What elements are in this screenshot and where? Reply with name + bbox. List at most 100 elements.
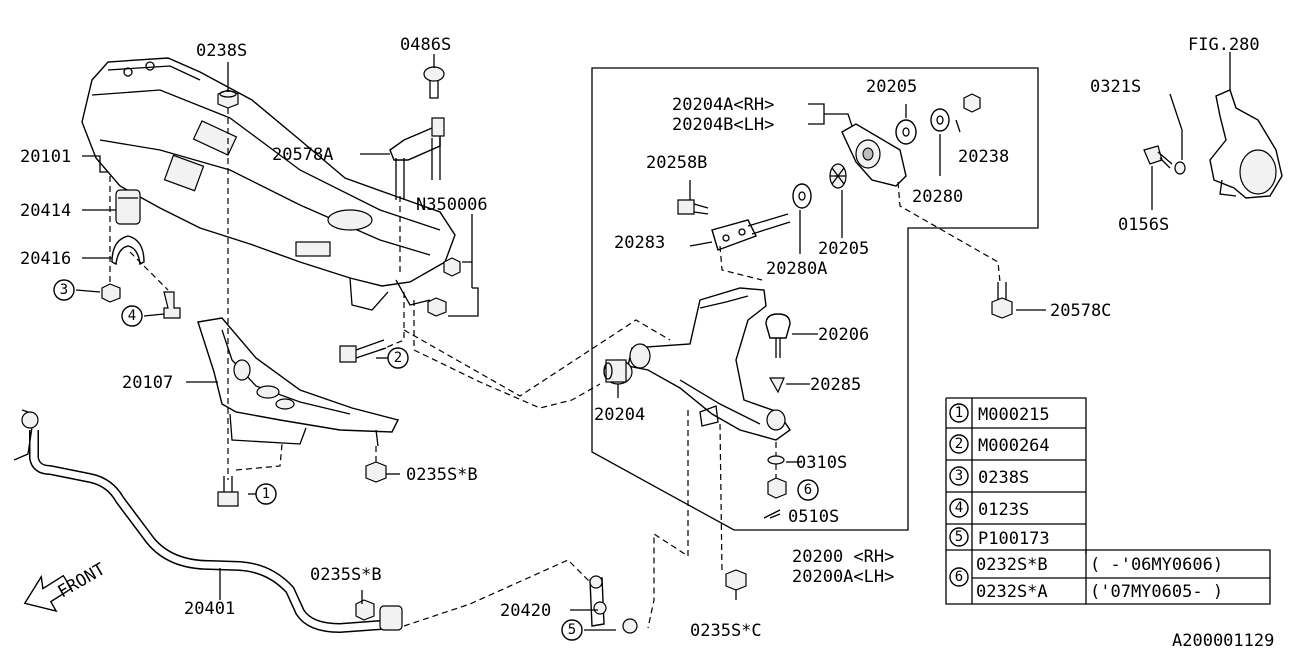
callout-1: 1 [255,483,277,505]
svg-text:5: 5 [955,529,963,545]
label-20258B: 20258B [646,153,707,173]
label-20200A: 20200A<LH> [792,567,894,587]
bushing-20204 [603,359,633,385]
label-20285: 20285 [810,375,861,395]
svg-text:1: 1 [955,405,963,421]
washer-20280A [792,183,812,209]
label-0510S: 0510S [788,507,839,527]
legend-note-6a: ( -'06MY0606) [1090,555,1223,575]
label-20205-mid: 20205 [818,239,869,259]
label-front: FRONT [55,559,109,602]
svg-text:6: 6 [804,482,812,498]
front-arrow-icon [23,574,73,613]
svg-text:3: 3 [60,282,68,298]
label-0238S-top: 0238S [196,41,247,61]
label-N350006: N350006 [416,195,488,215]
washer-20205-mid [829,163,847,189]
nut-callout3 [101,283,121,303]
legend-row-5: 5 P100173 [949,527,1050,549]
callout-3: 3 [53,279,75,301]
nut-callout6 [767,477,787,499]
label-20578A: 20578A [272,145,333,165]
bushing-bracket-20204A [841,123,907,187]
label-fig280: FIG.280 [1188,35,1260,55]
callout-2: 2 [387,347,409,369]
leader-lines [75,52,1231,631]
nuts-N350006 [427,257,461,317]
legend-part-6a: 0232S*B [976,555,1048,575]
svg-text:3: 3 [955,468,963,484]
label-20204A: 20204A<RH> [672,95,774,115]
legend-part-5: P100173 [978,529,1050,549]
clamp-20416 [111,235,145,266]
label-20283: 20283 [614,233,665,253]
legend-note-6b: ('07MY0605- ) [1090,582,1223,602]
bolt-0156S [1143,145,1173,169]
label-0486S: 0486S [400,35,451,55]
bolt-20258B [677,199,709,215]
control-arm-box [591,67,1039,531]
label-20206: 20206 [818,325,869,345]
pin-20283 [711,213,791,251]
nut-0235S-B-sub [365,461,387,483]
callout-6: 6 [797,479,819,501]
legend-part-3: 0238S [978,468,1029,488]
label-20578C: 20578C [1050,301,1111,321]
label-20420: 20420 [500,601,551,621]
knuckle-fig280 [1209,89,1283,199]
label-0156S: 0156S [1118,215,1169,235]
svg-text:4: 4 [128,308,136,324]
washer-20205-top [895,119,917,145]
ball-joint-20206 [765,313,791,358]
link-20420 [589,575,638,634]
washer-0321S [1174,161,1186,175]
label-20238: 20238 [958,147,1009,167]
label-20204: 20204 [594,405,645,425]
label-20200: 20200 <RH> [792,547,894,567]
legend-part-2: M000264 [978,436,1050,456]
svg-text:2: 2 [955,436,963,452]
svg-text:2: 2 [394,350,402,366]
bracket-20578A [389,117,445,200]
label-20416: 20416 [20,249,71,269]
label-0321S: 0321S [1090,77,1141,97]
nut-0235S-B-bar [355,599,375,621]
legend-row-2: 2 M000264 [949,434,1050,456]
washer-20280 [930,108,950,132]
nut-0238S-top [217,89,239,109]
label-20280: 20280 [912,187,963,207]
label-0235S-B-sub: 0235S*B [406,465,478,485]
bushing-20414 [115,189,141,225]
legend-row-1: 1 M000215 [949,403,1050,425]
stabilizer-bar-20401 [13,409,403,634]
legend-part-6b: 0232S*A [976,582,1048,602]
bolt-callout4 [163,291,181,319]
legend-part-4: 0123S [978,500,1029,520]
diagram-id: A200001129 [1172,631,1274,651]
label-20280A: 20280A [766,259,827,279]
callout-4: 4 [121,305,143,327]
bolt-callout1 [217,476,239,507]
bolt-callout2 [339,339,387,363]
label-20107: 20107 [122,373,173,393]
legend-table: 1 M000215 2 M000264 3 0238S 4 0123S 5 P1… [945,397,1271,605]
label-0310S: 0310S [796,453,847,473]
legend-row-3: 3 0238S [949,466,1029,488]
legend-row-4: 4 0123S [949,498,1029,520]
callout-5: 5 [561,619,583,641]
assembly-lines [109,108,1001,629]
svg-text:5: 5 [568,622,576,638]
legend-part-1: M000215 [978,405,1050,425]
washer-0310S [767,455,785,465]
nut-0235S-C [725,569,747,591]
label-0235S-C: 0235S*C [690,621,762,641]
front-crossmember-20101 [81,57,456,311]
bolt-0486S [423,66,445,99]
label-20401: 20401 [184,599,235,619]
label-20204B: 20204B<LH> [672,115,774,135]
nut-20238 [963,93,981,113]
control-arm-20200 [627,287,791,441]
label-20205-top: 20205 [866,77,917,97]
label-20414: 20414 [20,201,71,221]
